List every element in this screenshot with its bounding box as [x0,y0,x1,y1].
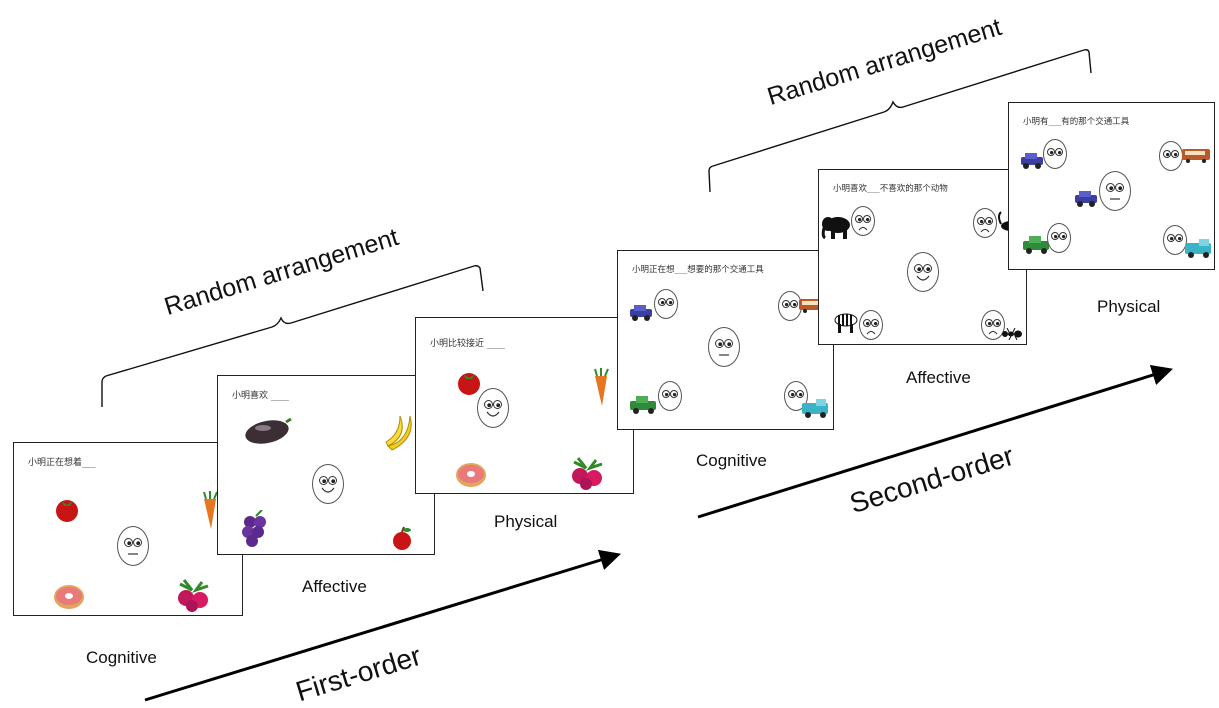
raspberry-icon [572,457,603,490]
stimulus-panel-second-order-physical: 小明有___有的那个交通工具 [1008,102,1215,270]
car-icon [630,305,652,321]
sad-face-icon [859,310,883,340]
eggplant-icon [245,417,292,444]
donut-icon [54,585,84,609]
first-order-label: First-order [292,639,425,708]
panel-caption: Physical [494,512,558,531]
stimulus-panel-second-order-affective: 小明喜欢___不喜欢的那个动物 [818,169,1027,345]
panel-prompt: 小明正在想___想要的那个交通工具 [632,265,764,275]
sad-face-icon [973,208,997,238]
thinking-face-icon [1043,139,1067,169]
carrot-icon [203,491,218,529]
jeep-icon [1023,236,1049,254]
elephant-icon [821,217,850,240]
second-order-label: Second-order [846,439,1018,520]
panel-caption: Cognitive [86,648,157,667]
grapes-icon [242,510,266,547]
jeep-icon [630,396,656,414]
bus-icon [1182,149,1210,163]
banana-icon [385,415,412,451]
car-icon [1075,191,1097,207]
panel-prompt: 小明喜欢___不喜欢的那个动物 [833,184,948,194]
panel-prompt: 小明比较接近 ____ [430,339,505,349]
raspberry-icon [178,579,209,612]
stimulus-panel-second-order-cognitive: 小明正在想___想要的那个交通工具 [617,250,834,430]
panel-caption: Affective [302,577,367,596]
thinking-face-icon [1163,225,1187,255]
panel-caption: Cognitive [696,451,767,470]
tomato-icon [56,500,78,522]
tomato-icon [458,373,480,395]
panel-prompt: 小明有___有的那个交通工具 [1023,117,1130,127]
panel-caption: Physical [1097,297,1161,316]
thinking-face-icon [654,289,678,319]
happy-face-icon [312,464,344,504]
donut-icon [456,463,486,487]
panel-prompt: 小明喜欢 ____ [232,391,289,401]
neutral-face-icon [117,526,149,566]
car-icon [1021,153,1043,169]
happy-face-icon [907,252,939,292]
stimulus-panel-first-order-cognitive: 小明正在想着___ [13,442,243,616]
random-arrangement-right-label: Random arrangement [764,13,1005,111]
neutral-face-icon [708,327,740,367]
thinking-face-icon [1159,141,1183,171]
panel-prompt: 小明正在想着___ [28,458,96,468]
zebra-icon [834,313,858,333]
ant-icon [1002,328,1022,340]
stimulus-panel-first-order-affective: 小明喜欢 ____ [217,375,435,555]
random-arrangement-left-label: Random arrangement [161,223,402,321]
stimulus-panel-first-order-physical: 小明比较接近 ____ [415,317,634,494]
sad-face-icon [851,206,875,236]
apple-icon [393,526,411,550]
thinking-face-icon [658,381,682,411]
truck-icon [802,399,828,418]
truck-icon [1185,239,1211,258]
thinking-face-icon [1047,223,1071,253]
carrot-icon [594,368,609,406]
neutral-face-icon [1099,171,1131,211]
sad-face-icon [981,310,1005,340]
happy-face-icon [477,388,509,428]
panel-caption: Affective [906,368,971,387]
